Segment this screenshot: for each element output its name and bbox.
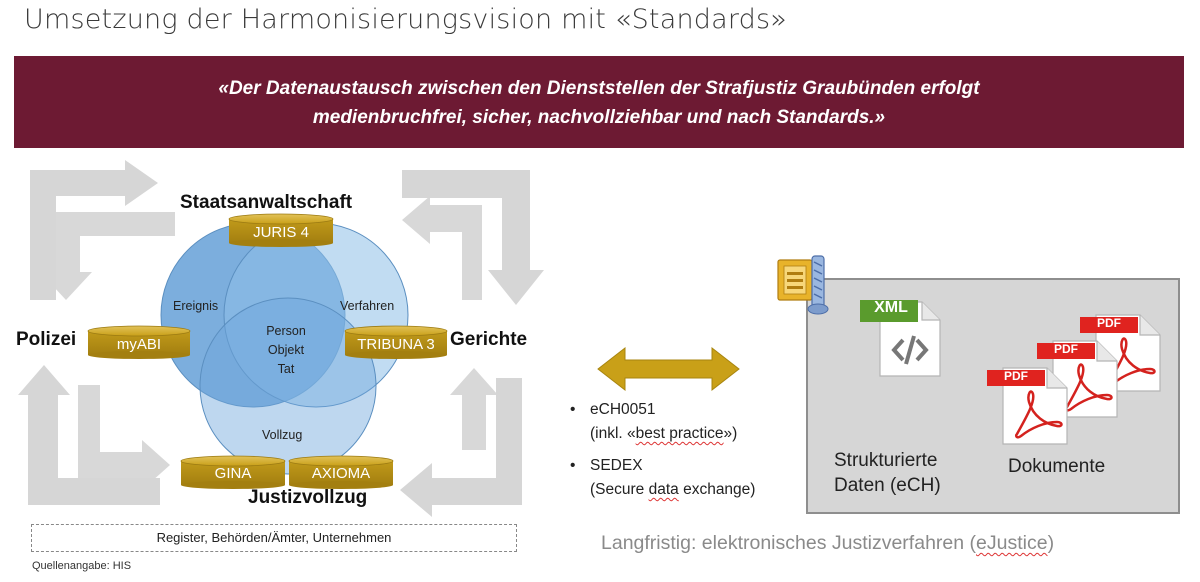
xml-document-icon	[860, 300, 941, 377]
arrow-top-right-down	[402, 170, 544, 305]
vision-quote: «Der Datenaustausch zwischen den Diensts…	[14, 74, 1184, 132]
region-center: Person Objekt Tat	[251, 322, 321, 379]
structured-data-label: Strukturierte Daten (eCH)	[834, 448, 941, 498]
cylinder-axioma	[288, 455, 394, 489]
system-gina-label: GINA	[214, 465, 252, 482]
system-axioma-label: AXIOMA	[311, 465, 371, 482]
standard-sedex: SEDEX	[568, 454, 755, 478]
cylinder-tribuna	[344, 325, 448, 359]
arrow-bottom-left-up	[18, 365, 160, 505]
harmonization-diagram	[18, 160, 740, 517]
structured-line2: Daten (eCH)	[834, 475, 941, 496]
system-myabi-label: myABI	[116, 336, 162, 353]
vision-quote-line2: medienbruchfrei, sicher, nachvollziehbar…	[312, 107, 886, 128]
longterm-goal: Langfristig: elektronisches Justizverfah…	[601, 532, 1054, 555]
double-arrow	[597, 346, 740, 392]
cylinder-juris	[228, 213, 334, 247]
arrow-inner-top-left-down	[40, 212, 175, 300]
note2-pre: (Secure	[590, 481, 649, 498]
page-title: Umsetzung der Harmonisierungsvision mit …	[24, 4, 787, 35]
xml-label: XML	[874, 299, 908, 316]
registry-box: Register, Behörden/Ämter, Unternehmen	[31, 524, 517, 552]
label-justizvollzug: Justizvollzug	[248, 487, 368, 508]
center-person: Person	[266, 324, 306, 338]
flow-arrows-left	[18, 160, 175, 505]
label-gerichte: Gerichte	[450, 329, 528, 350]
arrow-inner-bottom-right-up	[450, 368, 498, 450]
pdf-label-3: PDF	[1097, 316, 1121, 330]
vision-banner: «Der Datenaustausch zwischen den Diensts…	[14, 56, 1184, 148]
note1-post: »)	[723, 425, 738, 442]
arrow-inner-top-right-left	[402, 196, 482, 300]
vision-quote-line1: «Der Datenaustausch zwischen den Diensts…	[218, 78, 980, 99]
region-verfahren: Verfahren	[340, 299, 395, 313]
standard-sedex-note: (Secure data exchange)	[568, 478, 755, 502]
longterm-pre: Langfristig: elektronisches Justizverfah…	[601, 532, 977, 554]
note2-mid: data	[648, 481, 679, 498]
circle-vollzug	[199, 297, 377, 475]
pdf-label-2: PDF	[1054, 342, 1078, 356]
arrow-top-left-right	[30, 160, 158, 300]
cylinder-gina	[180, 455, 286, 489]
note2-post: exchange)	[678, 481, 756, 498]
standard-ech0051-note: (inkl. «best practice»)	[568, 422, 755, 446]
longterm-mid: eJustice	[976, 532, 1048, 554]
structured-line1: Strukturierte	[834, 450, 938, 471]
label-staatsanwaltschaft: Staatsanwaltschaft	[180, 192, 353, 213]
documents-label: Dokumente	[1008, 456, 1106, 477]
standard-ech0051: eCH0051	[568, 398, 755, 422]
system-cylinders	[87, 213, 448, 489]
region-ereignis: Ereignis	[173, 299, 219, 313]
center-tat: Tat	[277, 362, 295, 376]
standards-list: eCH0051 (inkl. «best practice») SEDEX (S…	[568, 398, 755, 502]
system-tribuna-label: TRIBUNA 3	[357, 336, 435, 353]
zip-archive-icon	[777, 255, 829, 315]
center-objekt: Objekt	[267, 343, 305, 357]
note1-pre: (inkl. «	[590, 425, 636, 442]
note1-mid: best practice	[635, 425, 724, 442]
pdf-label-1: PDF	[1004, 369, 1028, 383]
pdf-document-icon-2	[1037, 340, 1118, 418]
system-juris-label: JURIS 4	[253, 224, 309, 241]
cylinder-myabi	[87, 325, 191, 359]
longterm-post: )	[1047, 532, 1055, 554]
arrow-bottom-right-left	[400, 378, 522, 517]
arrow-inner-bottom-left-right	[78, 385, 170, 490]
label-polizei: Polizei	[16, 329, 77, 350]
pdf-document-icon-1	[987, 367, 1068, 445]
flow-arrows-right	[400, 170, 544, 517]
source-note: Quellenangabe: HIS	[32, 560, 132, 572]
region-vollzug: Vollzug	[262, 428, 303, 442]
